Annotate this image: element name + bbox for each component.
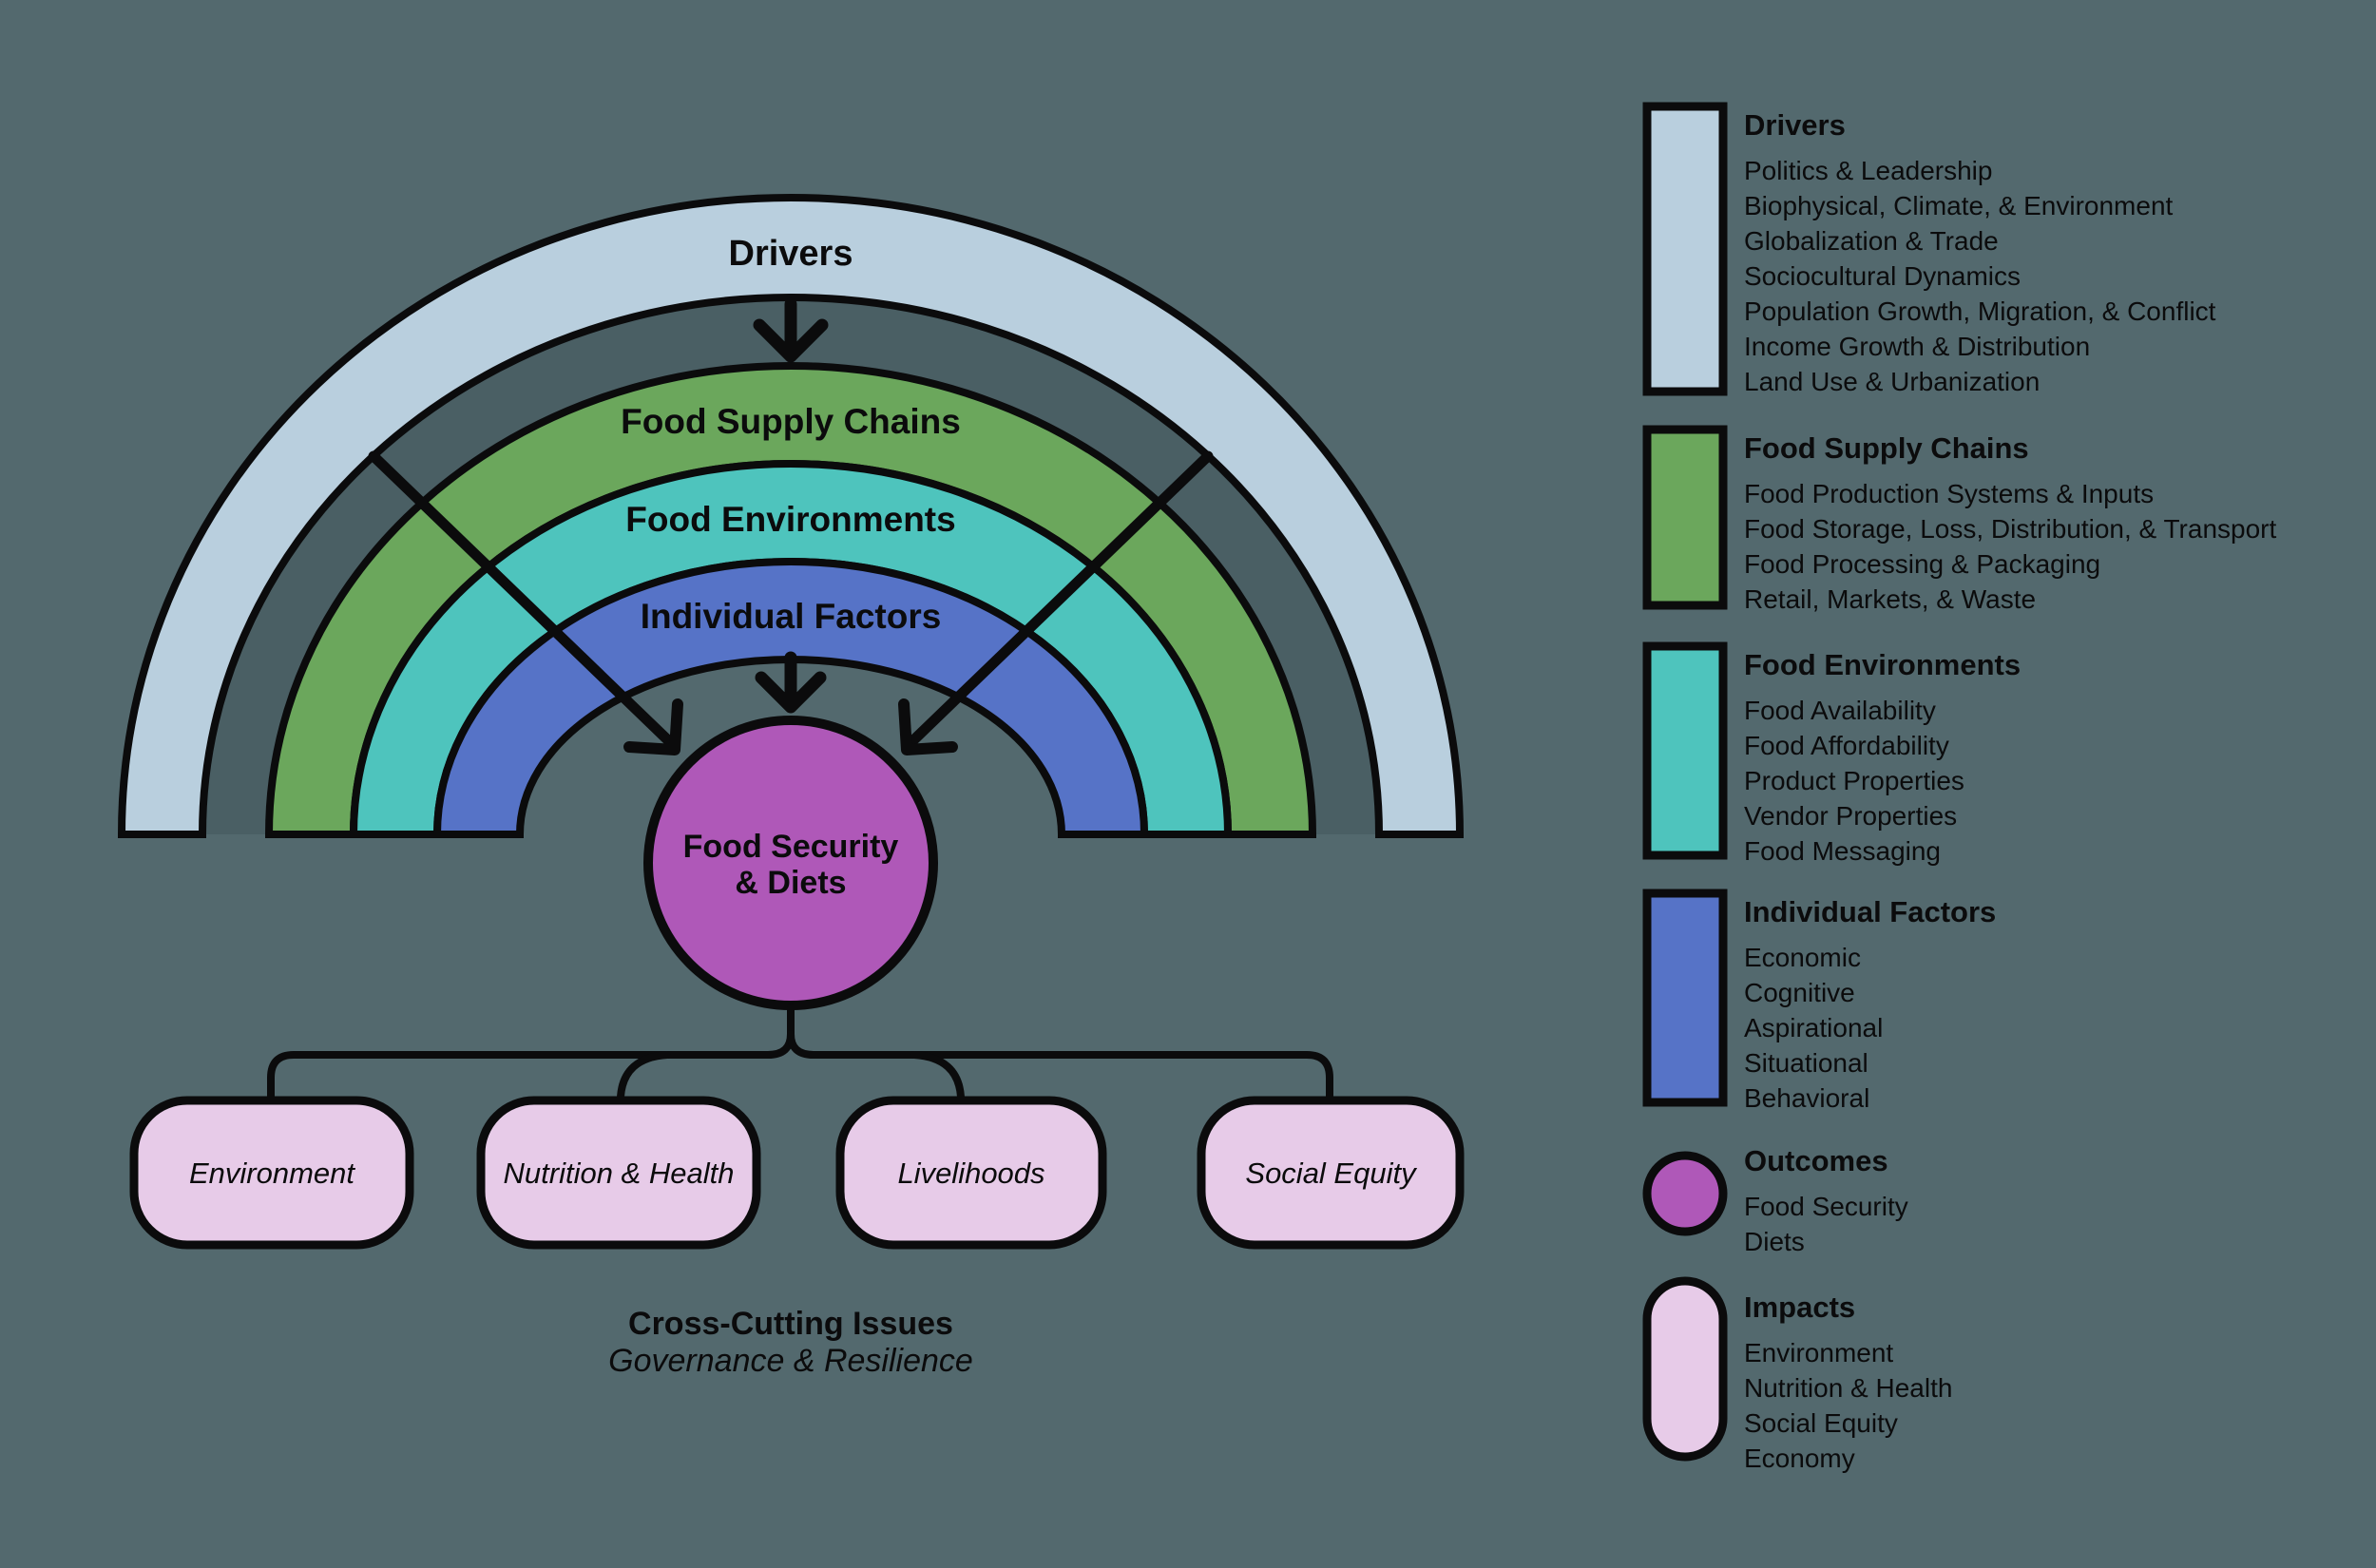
- legend-swatch-individual-factors: [1642, 889, 1728, 1107]
- legend-item: Economic: [1744, 943, 1861, 972]
- brace-hook-livelihoods: [910, 1051, 965, 1100]
- legend-title-drivers: Drivers: [1744, 108, 1846, 142]
- legend-item: Vendor Properties: [1744, 801, 1958, 831]
- arrow-diagonal-right: [906, 450, 1214, 748]
- ring-individual-factors: [432, 558, 1149, 838]
- legend-item: Cognitive: [1744, 978, 1855, 1007]
- ring-label-individual-factors: Individual Factors: [641, 597, 942, 636]
- ring-drivers: [117, 194, 1465, 838]
- pill-label-livelihoods: Livelihoods: [897, 1157, 1044, 1190]
- outcome-circle-label-line1: Food Security: [683, 829, 899, 865]
- legend-section-food-supply-chains: Food Supply Chains Food Production Syste…: [1744, 430, 2276, 617]
- legend-item: Food Messaging: [1744, 836, 1942, 866]
- legend-swatch-food-environments: [1642, 641, 1728, 860]
- cross-cutting-subtitle: Governance & Resilience: [608, 1343, 973, 1379]
- legend-section-outcomes: Outcomes Food Security Diets: [1744, 1142, 1908, 1259]
- legend-item: Income Growth & Distribution: [1744, 332, 2091, 361]
- legend-item: Biophysical, Climate, & Environment: [1744, 191, 2174, 220]
- arrowhead-diagonal-right-icon: [898, 698, 958, 755]
- legend-item: Product Properties: [1744, 766, 1964, 795]
- legend-title-food-environments: Food Environments: [1744, 648, 2022, 681]
- arrowhead-diagonal-left-icon: [623, 698, 683, 755]
- legend-item: Food Processing & Packaging: [1744, 549, 2101, 579]
- pill-environment: [129, 1096, 414, 1250]
- legend-title-food-supply-chains: Food Supply Chains: [1744, 431, 2029, 465]
- legend-item: Population Growth, Migration, & Conflict: [1744, 296, 2216, 326]
- legend-item: Social Equity: [1744, 1408, 1898, 1438]
- legend-title-impacts: Impacts: [1744, 1291, 1856, 1324]
- legend-item: Behavioral: [1744, 1083, 1870, 1113]
- legend-swatch-food-supply-chains: [1642, 425, 1728, 610]
- legend-swatch-drivers: [1642, 102, 1728, 396]
- pill-label-social-equity: Social Equity: [1245, 1157, 1418, 1190]
- legend-item: Food Security: [1744, 1192, 1908, 1221]
- legend-title-outcomes: Outcomes: [1744, 1144, 1888, 1177]
- legend-item: Nutrition & Health: [1744, 1373, 1953, 1403]
- legend-item: Politics & Leadership: [1744, 156, 1993, 185]
- legend-section-individual-factors: Individual Factors Economic Cognitive As…: [1744, 893, 1996, 1116]
- pill-label-nutrition-health: Nutrition & Health: [504, 1157, 735, 1190]
- legend-item: Situational: [1744, 1048, 1868, 1078]
- legend-section-food-environments: Food Environments Food Availability Food…: [1744, 646, 2021, 869]
- pill-nutrition-health: [476, 1096, 761, 1250]
- pill-livelihoods: [835, 1096, 1107, 1250]
- legend-item: Diets: [1744, 1227, 1805, 1256]
- brace-right-run: [787, 1030, 1333, 1100]
- pill-social-equity: [1197, 1096, 1465, 1250]
- outcome-circle-label-line2: & Diets: [735, 865, 846, 901]
- legend-item: Sociocultural Dynamics: [1744, 261, 2021, 291]
- brace-left-run: [267, 1030, 795, 1100]
- legend-item: Food Production Systems & Inputs: [1744, 479, 2155, 508]
- legend-item: Environment: [1744, 1338, 1894, 1367]
- legend-swatch-outcomes: [1642, 1151, 1728, 1236]
- ring-gap-band: [202, 297, 1379, 834]
- pill-label-environment: Environment: [189, 1157, 355, 1190]
- legend-item: Economy: [1744, 1444, 1855, 1473]
- legend-item: Retail, Markets, & Waste: [1744, 584, 2037, 614]
- ring-label-drivers: Drivers: [729, 234, 853, 274]
- ring-label-food-environments: Food Environments: [625, 500, 955, 539]
- arrowhead-drivers-down-icon: [753, 318, 829, 363]
- legend-section-impacts: Impacts Environment Nutrition & Health S…: [1744, 1289, 1952, 1476]
- legend-item: Aspirational: [1744, 1013, 1884, 1042]
- legend-item: Globalization & Trade: [1744, 226, 1999, 256]
- legend-item: Food Affordability: [1744, 731, 1949, 760]
- ring-label-food-supply-chains: Food Supply Chains: [621, 402, 961, 441]
- legend-item: Food Availability: [1744, 696, 1936, 725]
- legend-swatch-impacts: [1642, 1276, 1728, 1462]
- brace-hook-nutrition: [617, 1051, 671, 1100]
- arrowhead-individual-down-icon: [755, 671, 827, 714]
- legend-title-individual-factors: Individual Factors: [1744, 895, 1997, 928]
- arrow-diagonal-left: [368, 450, 676, 748]
- cross-cutting-title: Cross-Cutting Issues: [628, 1306, 953, 1342]
- legend-item: Food Storage, Loss, Distribution, & Tran…: [1744, 514, 2277, 544]
- legend-item: Land Use & Urbanization: [1744, 367, 2041, 396]
- legend-section-drivers: Drivers Politics & Leadership Biophysica…: [1744, 106, 2215, 399]
